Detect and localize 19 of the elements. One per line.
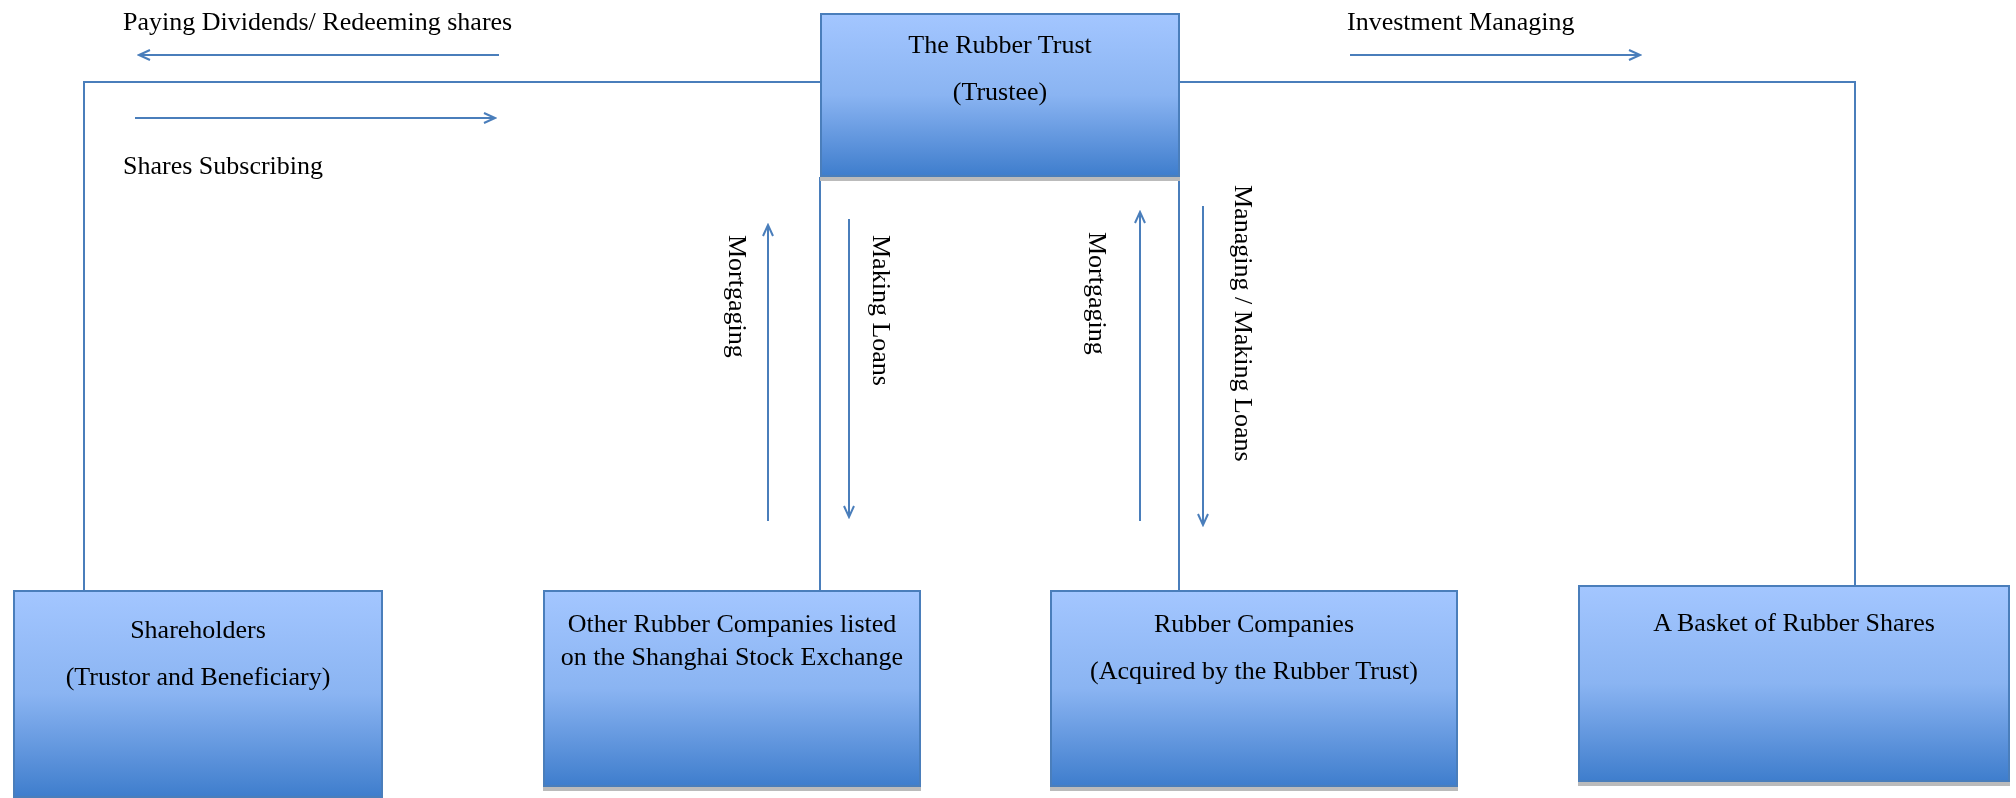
box-text: Shareholders — [130, 614, 266, 646]
connector-line — [1179, 81, 1856, 586]
box-text: Other Rubber Companies listed on the Shanghai Stock Exchange — [559, 608, 905, 673]
flow-label: Shares Subscribing — [123, 150, 324, 182]
connector-line — [83, 81, 821, 591]
flow-label: Mortgaging — [1082, 232, 1114, 355]
flow-label: Mortgaging — [722, 235, 754, 358]
connector-line — [819, 176, 821, 591]
flow-label: Making Loans — [866, 235, 898, 386]
box-text: (Acquired by the Rubber Trust) — [1090, 654, 1418, 687]
flow-label: Managing / Making Loans — [1228, 185, 1260, 462]
flow-label: Paying Dividends/ Redeeming shares — [123, 6, 513, 38]
flow-label: Investment Managing — [1347, 6, 1575, 38]
entity-box — [13, 590, 383, 798]
box-text: The Rubber Trust — [908, 29, 1092, 61]
box-text: A Basket of Rubber Shares — [1653, 607, 1935, 639]
box-text: (Trustor and Beneficiary) — [65, 660, 331, 693]
box-text: Rubber Companies — [1154, 608, 1354, 640]
box-text: (Trustee) — [952, 75, 1048, 108]
